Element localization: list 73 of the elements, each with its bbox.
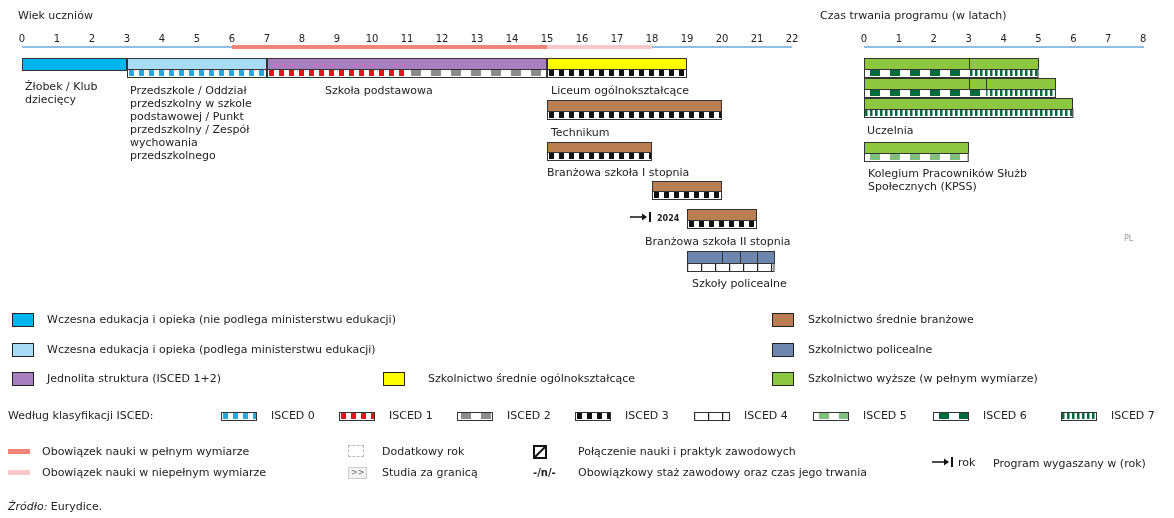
abroad-symbol: >> bbox=[348, 467, 368, 479]
tick-label: 7 bbox=[262, 33, 272, 44]
tick-label: 1 bbox=[894, 33, 904, 44]
tick-label: 9 bbox=[332, 33, 342, 44]
legend-text: Obowiązkowy staż zawodowy oraz czas jego trwania bbox=[578, 466, 868, 480]
internship-symbol: -/n/- bbox=[533, 466, 556, 480]
tick-label: 0 bbox=[859, 33, 869, 44]
program-label: Żłobek / Klub dziecięcy bbox=[25, 80, 99, 106]
legend-text: Połączenie nauki i praktyk zawodowych bbox=[578, 445, 796, 459]
legend-text: Studia za granicą bbox=[382, 466, 478, 480]
tick-label: 22 bbox=[784, 33, 800, 44]
tick-label: 17 bbox=[609, 33, 625, 44]
program-label: Liceum ogólnokształcące bbox=[551, 84, 691, 97]
program-label: Uczelnia bbox=[867, 124, 915, 137]
program-label: Branżowa szkoła II stopnia bbox=[645, 235, 792, 248]
legend-text: ISCED 2 bbox=[507, 409, 551, 423]
tick-label: 6 bbox=[1069, 33, 1078, 44]
tick-label: 16 bbox=[574, 33, 590, 44]
tick-label: 15 bbox=[539, 33, 555, 44]
legend-text: Wczesna edukacja i opieka (nie podlega ministerstwu edukacji) bbox=[47, 313, 396, 327]
legend-text: Szkolnictwo średnie branżowe bbox=[808, 313, 974, 327]
program-label: Kolegium Pracowników Służb Społecznych (KPSS) bbox=[868, 167, 1028, 193]
program-label: Szkoła podstawowa bbox=[325, 84, 434, 97]
tick-label: 4 bbox=[999, 33, 1008, 44]
tick-label: 8 bbox=[1139, 33, 1148, 44]
legend-text: ISCED 3 bbox=[625, 409, 669, 423]
tick-label: 19 bbox=[679, 33, 695, 44]
tick-label: 7 bbox=[1104, 33, 1113, 44]
legend-text: Wczesna edukacja i opieka (podlega ministerstwu edukacji) bbox=[47, 343, 376, 357]
source-note: Źródło: Eurydice. bbox=[8, 500, 103, 514]
legend-text: Jednolita struktura (ISCED 1+2) bbox=[47, 372, 221, 386]
legend-text: ISCED 0 bbox=[271, 409, 315, 423]
axis-title: Czas trwania programu (w latach) bbox=[820, 9, 1007, 23]
legend-text: ISCED 5 bbox=[863, 409, 907, 423]
legend-text: Obowiązek nauki w pełnym wymiarze bbox=[42, 445, 250, 459]
legend-text: ISCED 1 bbox=[389, 409, 433, 423]
tick-label: 8 bbox=[297, 33, 307, 44]
legend-text: ISCED 7 bbox=[1111, 409, 1155, 423]
tick-label: 14 bbox=[504, 33, 520, 44]
legend-text: ISCED 4 bbox=[744, 409, 788, 423]
tick-label: 4 bbox=[157, 33, 167, 44]
tick-label: 5 bbox=[1034, 33, 1043, 44]
country-code: PL bbox=[1124, 233, 1134, 245]
legend-text: Szkolnictwo średnie ogólnokształcące bbox=[428, 372, 636, 386]
tick-label: 11 bbox=[399, 33, 415, 44]
legend-text: Szkolnictwo policealne bbox=[808, 343, 933, 357]
tick-label: 2 bbox=[87, 33, 97, 44]
axis-title: Wiek uczniów bbox=[18, 9, 93, 23]
tick-label: 6 bbox=[227, 33, 237, 44]
program-label: Branżowa szkoła I stopnia bbox=[547, 166, 691, 179]
year-label: rok bbox=[958, 456, 976, 470]
tick-label: 3 bbox=[964, 33, 973, 44]
program-label: Technikum bbox=[551, 126, 611, 139]
tick-label: 2 bbox=[929, 33, 938, 44]
tick-label: 13 bbox=[469, 33, 485, 44]
legend-text: Dodatkowy rok bbox=[382, 445, 465, 459]
tick-label: 5 bbox=[192, 33, 202, 44]
legend-text: Szkolnictwo wyższe (w pełnym wymiarze) bbox=[808, 372, 1038, 386]
program-label: Przedszkole / Oddział przedszkolny w szkole podstawowej / Punkt przedszkolny / Zespół wychowania przedszkolnego bbox=[130, 84, 253, 162]
tick-label: 20 bbox=[714, 33, 730, 44]
tick-label: 10 bbox=[364, 33, 380, 44]
legend-text: Program wygaszany w (rok) bbox=[993, 457, 1146, 471]
tick-label: 1 bbox=[52, 33, 62, 44]
tick-label: 0 bbox=[17, 33, 27, 44]
tick-label: 3 bbox=[122, 33, 132, 44]
tick-label: 21 bbox=[749, 33, 765, 44]
isced-heading: Według klasyfikacji ISCED: bbox=[8, 409, 154, 423]
program-label: Szkoły policealne bbox=[692, 277, 788, 290]
legend-text: ISCED 6 bbox=[983, 409, 1027, 423]
tick-label: 18 bbox=[644, 33, 660, 44]
legend-text: Obowiązek nauki w niepełnym wymiarze bbox=[42, 466, 267, 480]
year-label: 2024 bbox=[657, 213, 680, 225]
tick-label: 12 bbox=[434, 33, 450, 44]
